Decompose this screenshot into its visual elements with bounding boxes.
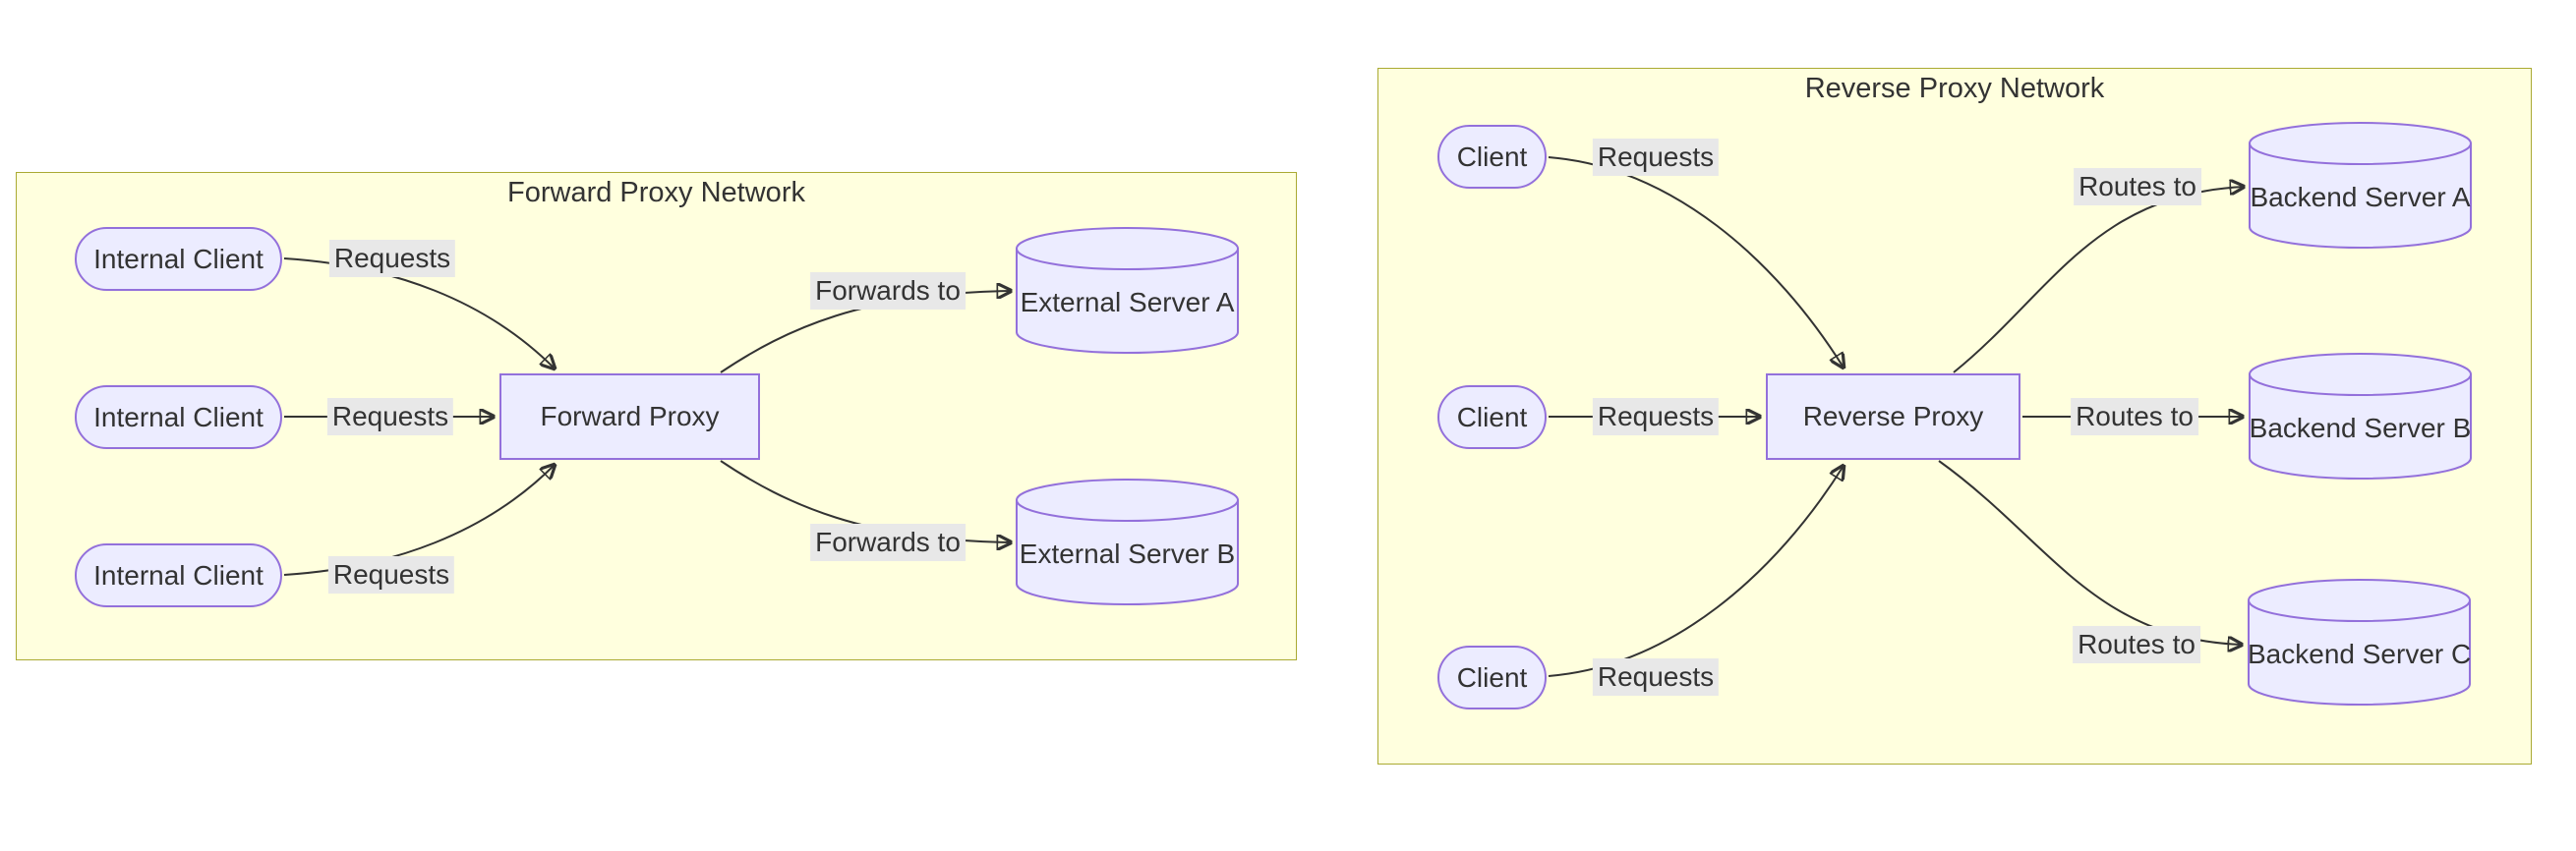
node-label: Client (1456, 661, 1528, 693)
node-label: Internal Client (93, 559, 263, 591)
cylinder-shape (1016, 227, 1239, 354)
cylinder-shape (2248, 579, 2471, 706)
node-label: Backend Server C (2248, 639, 2472, 669)
node-label: Internal Client (93, 401, 263, 432)
edge-label-requests-r1: Requests (1592, 139, 1720, 176)
node-label: Forward Proxy (540, 401, 720, 431)
node-external-server-a: External Server A (1016, 227, 1239, 355)
node-reverse-proxy: Reverse Proxy (1766, 373, 2020, 460)
node-label: Backend Server A (2250, 182, 2471, 212)
cylinder-shape (1016, 479, 1239, 605)
node-internal-client-3: Internal Client (75, 543, 282, 607)
node-external-server-b: External Server B (1016, 479, 1239, 606)
reverse-cluster-title: Reverse Proxy Network (1804, 73, 2105, 104)
edge-label-routes-to-c: Routes to (2073, 626, 2200, 663)
node-backend-server-a: Backend Server A (2249, 122, 2472, 250)
node-label: Client (1456, 141, 1528, 172)
node-client-3: Client (1437, 646, 1547, 709)
edge-label-routes-to-b: Routes to (2071, 398, 2198, 435)
node-label: Reverse Proxy (1802, 401, 1984, 431)
node-label: Client (1456, 401, 1528, 432)
node-client-1: Client (1437, 125, 1547, 189)
edge-label-requests-3: Requests (327, 556, 455, 594)
node-label: External Server B (1019, 539, 1236, 569)
cylinder-shape (2249, 122, 2472, 249)
node-label: Internal Client (93, 243, 263, 274)
node-backend-server-b: Backend Server B (2249, 353, 2472, 481)
edge-label-forwards-to-b: Forwards to (810, 524, 966, 561)
node-label: Backend Server B (2249, 413, 2472, 443)
node-label: External Server A (1020, 287, 1235, 317)
edge-label-requests-r3: Requests (1592, 658, 1720, 696)
forward-cluster-title: Forward Proxy Network (507, 177, 805, 208)
edge-label-requests-1: Requests (328, 240, 456, 277)
node-backend-server-c: Backend Server C (2248, 579, 2471, 707)
cylinder-shape (2249, 353, 2472, 480)
edge-label-routes-to-a: Routes to (2074, 168, 2201, 205)
edge-label-requests-2: Requests (326, 398, 454, 435)
node-forward-proxy: Forward Proxy (499, 373, 760, 460)
node-client-2: Client (1437, 385, 1547, 449)
node-internal-client-1: Internal Client (75, 227, 282, 291)
edge-label-requests-r2: Requests (1592, 398, 1720, 435)
node-internal-client-2: Internal Client (75, 385, 282, 449)
edge-label-forwards-to-a: Forwards to (810, 272, 966, 310)
